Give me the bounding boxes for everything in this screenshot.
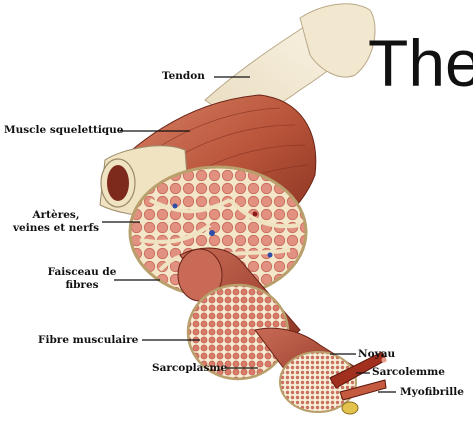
label-fascicle-line2: fibres <box>46 279 118 291</box>
label-muscle-fiber: Fibre musculaire <box>38 334 138 346</box>
label-arteries-line2: veines et nerfs <box>0 222 112 234</box>
label-skeletal-muscle: Muscle squelettique <box>4 124 123 136</box>
label-arteries-line1: Artères, <box>8 209 104 221</box>
label-fascicle-line1: Faisceau de <box>46 266 118 278</box>
label-nucleus: Noyau <box>358 348 395 360</box>
overlay-title-text: The <box>368 28 473 98</box>
label-sarcoplasm: Sarcoplasme <box>152 362 227 374</box>
label-tendon: Tendon <box>162 70 205 82</box>
label-sarcolemma: Sarcolemme <box>372 366 445 378</box>
label-myofibril: Myofibrille <box>400 386 464 398</box>
